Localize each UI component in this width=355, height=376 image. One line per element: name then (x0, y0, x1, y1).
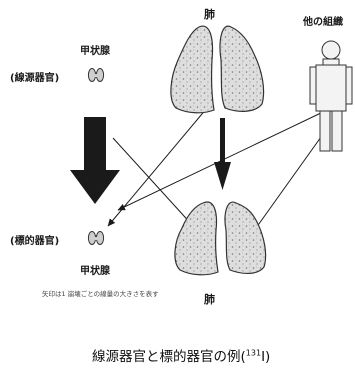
medium-arrow-lung-self (214, 118, 231, 190)
thyroid-icon-top (88, 69, 103, 82)
thick-arrow-thyroid-self (70, 117, 120, 204)
arrow-lung-to-thyroid (108, 108, 207, 226)
lung-icon-top (171, 26, 264, 113)
human-figure-icon (310, 41, 352, 151)
dose-note: 矢印は1 崩壊ごとの線量の大きさを表す (42, 288, 159, 298)
caption-text: 線源器官と標的器官の例( (92, 349, 246, 365)
lung-icon-bottom (175, 202, 266, 275)
thyroid-icon-bottom (88, 232, 103, 245)
other-tissue-label: 他の組織 (303, 13, 343, 28)
source-organ-label: (線源器官) (10, 69, 59, 84)
caption-suffix: I) (261, 349, 270, 365)
caption-isotope-mass: 131 (246, 349, 261, 358)
thyroid-label-top: 甲状腺 (80, 42, 110, 57)
target-organ-label: (標的器官) (10, 232, 59, 247)
lung-label-top: 肺 (204, 6, 215, 22)
figure-caption: 線源器官と標的器官の例(131I) (92, 345, 270, 365)
thyroid-label-bottom: 甲状腺 (80, 262, 110, 277)
lung-label-bottom: 肺 (204, 291, 215, 307)
